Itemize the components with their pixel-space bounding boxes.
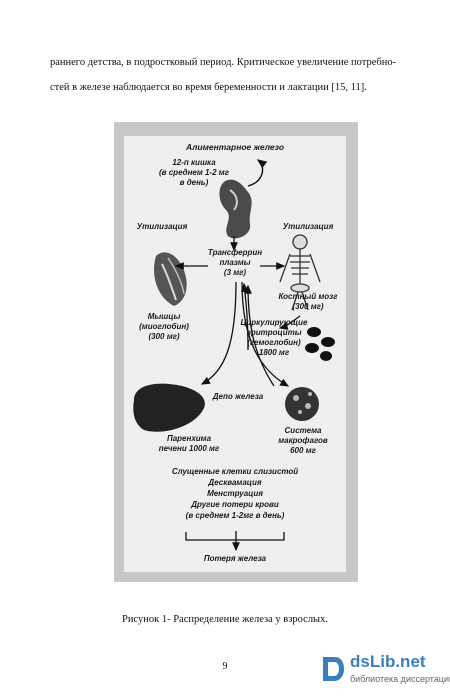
erythrocytes-line-1: Циркулирующие [240, 318, 308, 327]
erythrocytes-line-4: 1800 мг [258, 348, 290, 357]
transferrin-label: Трансферрин плазмы (3 мг) [200, 248, 270, 278]
erythrocytes-line-3: (гемоглобин) [247, 338, 301, 347]
losses-line-2: Десквамация [208, 478, 262, 487]
watermark-subtitle: библиотека диссертаций [350, 674, 450, 684]
paragraph-line-1: раннего детства, в подростковый период. … [50, 57, 397, 68]
figure-drawing [133, 159, 335, 552]
duodenum-line-3: в день) [179, 178, 209, 187]
flow-arrows [174, 236, 301, 552]
iron-loss-label: Потеря железа [203, 554, 267, 563]
utilization-right-label: Утилизация [282, 222, 334, 231]
figure-caption: Рисунок 1- Распределение железа у взросл… [122, 614, 328, 625]
macrophages-line-2: макрофагов [278, 436, 328, 445]
transferrin-line-2: плазмы [219, 258, 251, 267]
losses-line-5: (в среднем 1-2мг в день) [185, 511, 285, 520]
macrophage-illustration [285, 387, 319, 421]
liver-line-1: Паренхима [166, 434, 212, 443]
iron-distribution-figure: Алиментарное железо 12-п кишка (в средне… [114, 122, 358, 582]
muscles-line-2: (миоглобин) [139, 322, 189, 331]
losses-line-1: Слущенные клетки слизистой [171, 467, 299, 476]
erythrocytes-line-2: эритроциты [246, 328, 302, 337]
erythrocytes-illustration [305, 327, 335, 361]
iron-depot-label: Депо железа [212, 392, 264, 401]
body-paragraph: раннего детства, в подростковый период. … [50, 50, 408, 100]
paragraph-line-2: стей в железе наблюдается во время берем… [50, 82, 367, 93]
figure-title: Алиментарное железо [185, 142, 285, 152]
muscles-line-1: Мышцы [147, 312, 181, 321]
muscle-illustration [154, 252, 187, 306]
bone-marrow-line-2: (300 мг) [292, 302, 324, 311]
macrophages-label: Система макрофагов 600 мг [268, 426, 338, 456]
duodenum-line-2: (в среднем 1-2 мг [159, 168, 229, 177]
erythrocytes-label: Циркулирующие эритроциты (гемоглобин) 18… [238, 318, 310, 358]
liver-illustration [133, 383, 205, 432]
duodenum-label: 12-п кишка (в среднем 1-2 мг в день) [154, 158, 234, 188]
muscles-label: Мышцы (миоглобин) (300 мг) [132, 312, 196, 342]
losses-line-3: Менструация [207, 489, 263, 498]
bone-marrow-label: Костный мозг (300 мг) [272, 292, 344, 312]
iron-losses-list: Слущенные клетки слизистой Десквамация М… [124, 466, 346, 521]
muscles-line-3: (300 мг) [148, 332, 180, 341]
figure-panel: Алиментарное железо 12-п кишка (в средне… [124, 136, 346, 572]
dslib-logo-icon [323, 657, 344, 681]
duodenum-line-1: 12-п кишка [172, 158, 216, 167]
transferrin-line-3: (3 мг) [223, 268, 247, 277]
liver-line-2: печени 1000 мг [158, 444, 220, 453]
macrophages-line-3: 600 мг [290, 446, 316, 455]
macrophages-line-1: Система [284, 426, 322, 435]
utilization-left-label: Утилизация [136, 222, 188, 231]
intestine-illustration [219, 159, 268, 239]
page-number: 9 [222, 661, 228, 672]
dslib-watermark: dsLib.net библиотека диссертаций [320, 652, 450, 692]
watermark-name: dsLib.net [350, 652, 426, 671]
losses-line-4: Другие потери крови [191, 500, 279, 509]
transferrin-line-1: Трансферрин [207, 248, 263, 257]
bone-marrow-line-1: Костный мозг [278, 292, 338, 301]
liver-label: Паренхима печени 1000 мг [144, 434, 234, 454]
